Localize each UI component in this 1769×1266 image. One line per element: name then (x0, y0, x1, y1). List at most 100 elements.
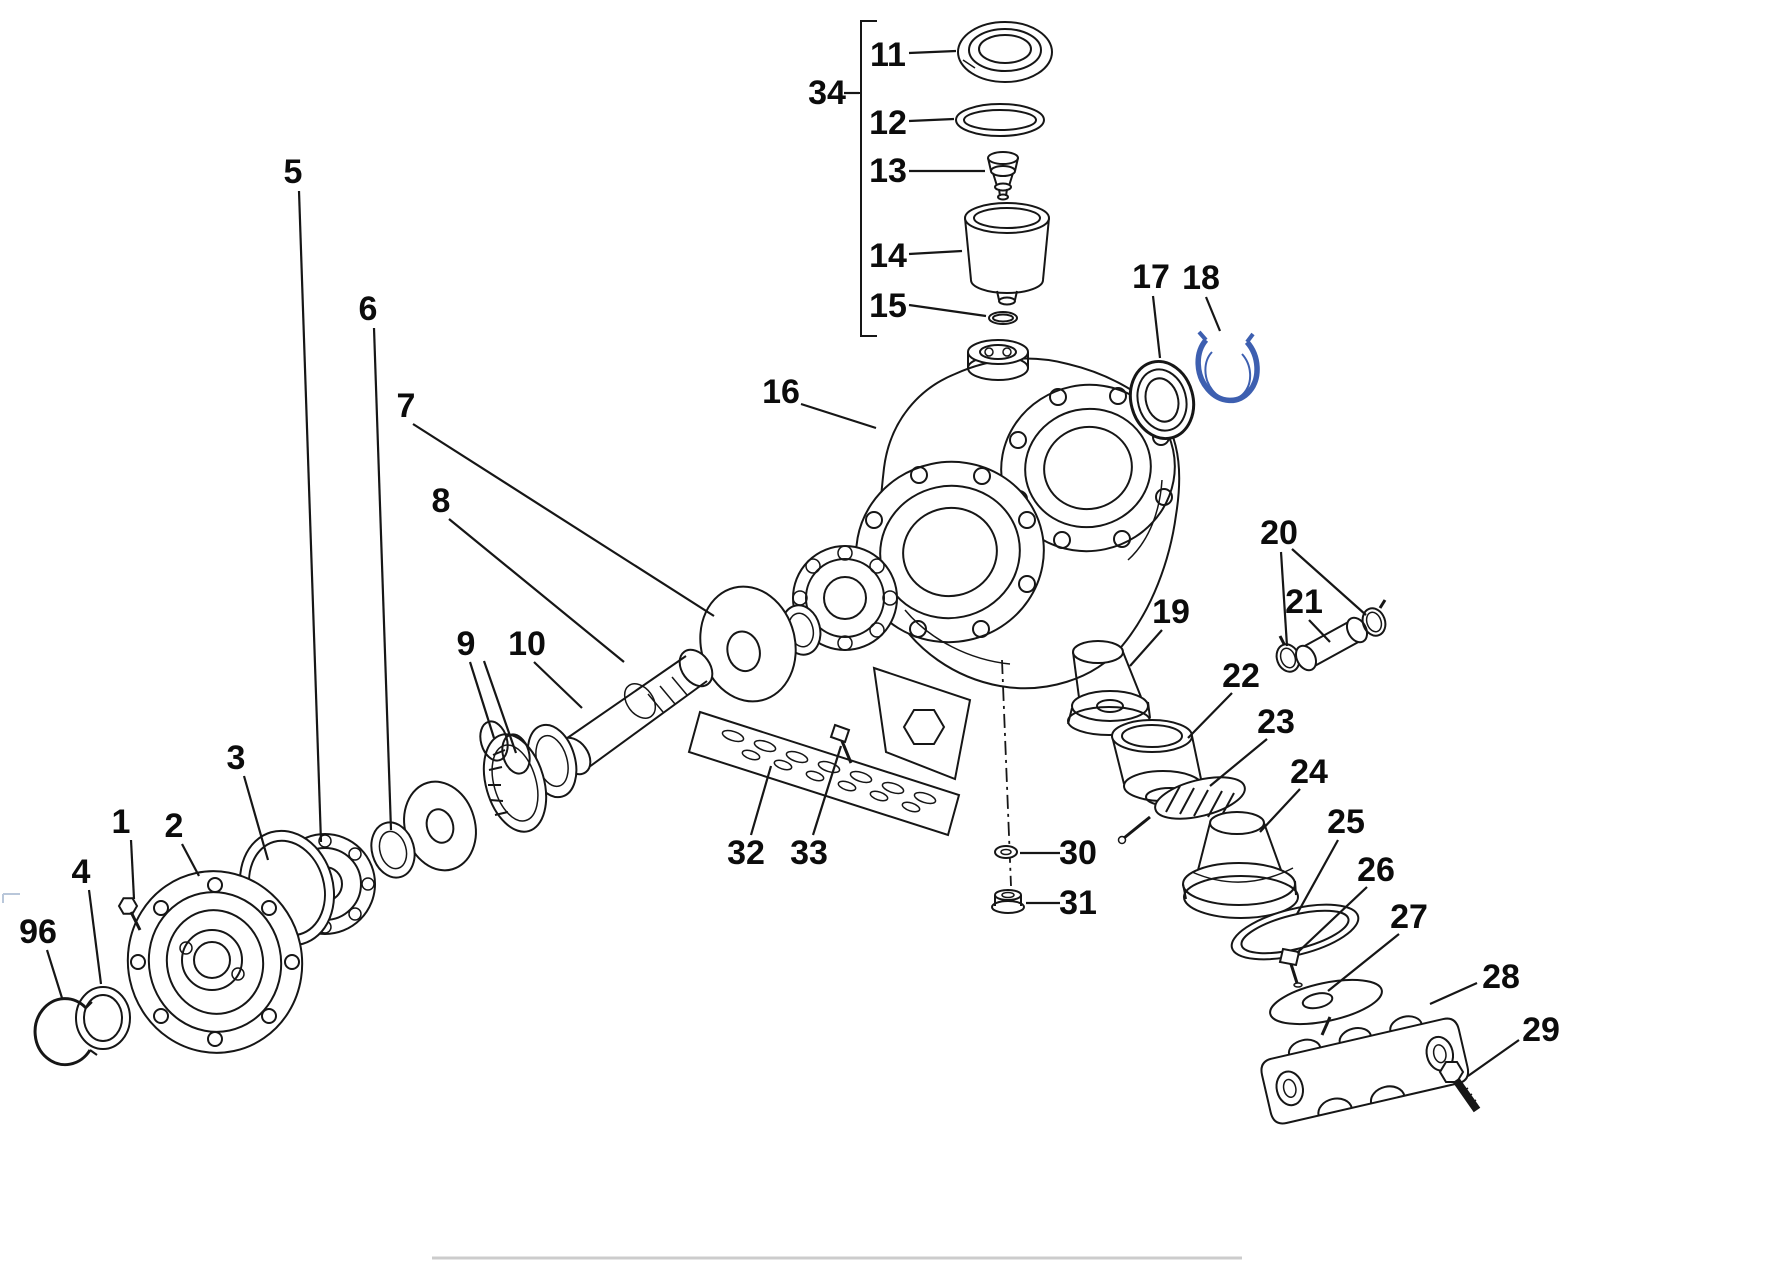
callout-29: 29 (1522, 1011, 1560, 1049)
leader-line-16 (800, 402, 877, 430)
callout-10: 10 (508, 625, 546, 663)
part-mounting-plate (872, 666, 972, 781)
part-7-eccentric-disc (699, 585, 797, 703)
leader-line-7 (412, 423, 715, 617)
leader-line-17 (1151, 295, 1162, 359)
leader-line-1 (129, 839, 136, 900)
callout-33: 33 (790, 834, 828, 872)
callout-34: 34 (808, 74, 846, 112)
part-28-manifold (1260, 1015, 1470, 1125)
callout-96: 96 (19, 913, 57, 951)
callout-25: 25 (1327, 803, 1365, 841)
callout-3: 3 (227, 739, 246, 777)
center-axis-line (1001, 659, 1012, 887)
part-4-seal (75, 986, 131, 1050)
leader-line-27 (1327, 933, 1400, 992)
part-21-hose (1294, 616, 1369, 672)
part-7-thrust-washer (403, 780, 477, 872)
callout-22: 22 (1222, 657, 1260, 695)
leader-line-5 (297, 190, 323, 843)
part-23-diaphragm-plate (1117, 776, 1246, 845)
callout-18: 18 (1182, 259, 1220, 297)
callout-23: 23 (1257, 703, 1295, 741)
callout-30: 30 (1059, 834, 1097, 872)
leader-line-26 (1296, 886, 1368, 954)
leader-line-8 (448, 518, 625, 663)
leader-line-9-2 (482, 660, 518, 754)
part-30-washer (994, 845, 1018, 859)
callout-6: 6 (359, 290, 378, 328)
part-24-bell-housing (1182, 811, 1299, 919)
part-25-ring-plate (1230, 903, 1360, 961)
part-11-cap (957, 21, 1053, 83)
callout-13: 13 (869, 152, 907, 190)
callout-21: 21 (1285, 583, 1323, 621)
part-12-gasket-ring (955, 103, 1045, 137)
callout-24: 24 (1290, 753, 1328, 791)
part-1-bolt (117, 897, 142, 931)
part-27-diaphragm (1269, 978, 1383, 1036)
part-26-bolt (1278, 947, 1303, 988)
callout-17: 17 (1132, 258, 1170, 296)
leader-line-12 (908, 117, 955, 123)
leader-line-33 (811, 745, 843, 836)
callout-2: 2 (165, 807, 184, 845)
callout-14: 14 (869, 237, 907, 275)
leader-line-23 (1209, 738, 1268, 787)
edge-artifact (2, 893, 20, 903)
part-2-bearing-cover (126, 870, 304, 1054)
leader-line-96 (45, 949, 64, 999)
part-32-mounting-strap (687, 710, 961, 837)
leader-line-20-2 (1291, 548, 1367, 616)
part-15-oring (988, 311, 1018, 325)
part-16-pump-body (855, 339, 1181, 690)
callout-28: 28 (1482, 958, 1520, 996)
callout-1: 1 (112, 803, 131, 841)
callout-9: 9 (457, 625, 476, 663)
part-6-seal-left (370, 821, 416, 879)
callout-31: 31 (1059, 884, 1097, 922)
leader-line-3 (242, 775, 270, 861)
part-18-snap-ring-highlighted (1195, 330, 1260, 404)
leader-line-9 (468, 661, 496, 739)
leader-line-29 (1467, 1039, 1520, 1077)
leader-line-14 (908, 249, 963, 256)
callout-5: 5 (284, 153, 303, 191)
leader-line-20 (1279, 551, 1289, 647)
leader-line-4 (87, 889, 103, 985)
part-31-nut (991, 889, 1025, 914)
leader-line-10 (533, 661, 583, 709)
exploded-parts-artwork (2, 20, 1481, 1260)
leader-line-11 (908, 49, 957, 55)
part-13-valve (987, 151, 1019, 201)
leader-line-28 (1429, 981, 1478, 1006)
leader-line-19 (1129, 629, 1163, 667)
part-20-clamp-b (1361, 599, 1387, 637)
leader-line-15 (908, 303, 987, 318)
leader-line-21 (1308, 619, 1331, 643)
part-22-piston (1111, 719, 1203, 807)
part-14-cup (964, 202, 1050, 306)
leader-lines-layer (45, 49, 1520, 1077)
callout-27: 27 (1390, 898, 1428, 936)
part-33-bolt (829, 723, 853, 764)
leader-line-18 (1204, 296, 1222, 332)
callout-15: 15 (869, 287, 907, 325)
callout-11: 11 (870, 36, 906, 74)
callout-32: 32 (727, 834, 765, 872)
callout-20: 20 (1260, 514, 1298, 552)
leader-line-24 (1259, 788, 1301, 833)
callout-8: 8 (432, 482, 451, 520)
part-17-oil-seal (1128, 359, 1196, 441)
callout-12: 12 (869, 104, 907, 142)
leader-line-2 (181, 843, 200, 877)
callout-19: 19 (1152, 593, 1190, 631)
leader-line-25 (1296, 839, 1339, 915)
callout-26: 26 (1357, 851, 1395, 889)
leader-line-6 (372, 327, 393, 831)
callout-4: 4 (72, 853, 91, 891)
callout-7: 7 (397, 387, 416, 425)
